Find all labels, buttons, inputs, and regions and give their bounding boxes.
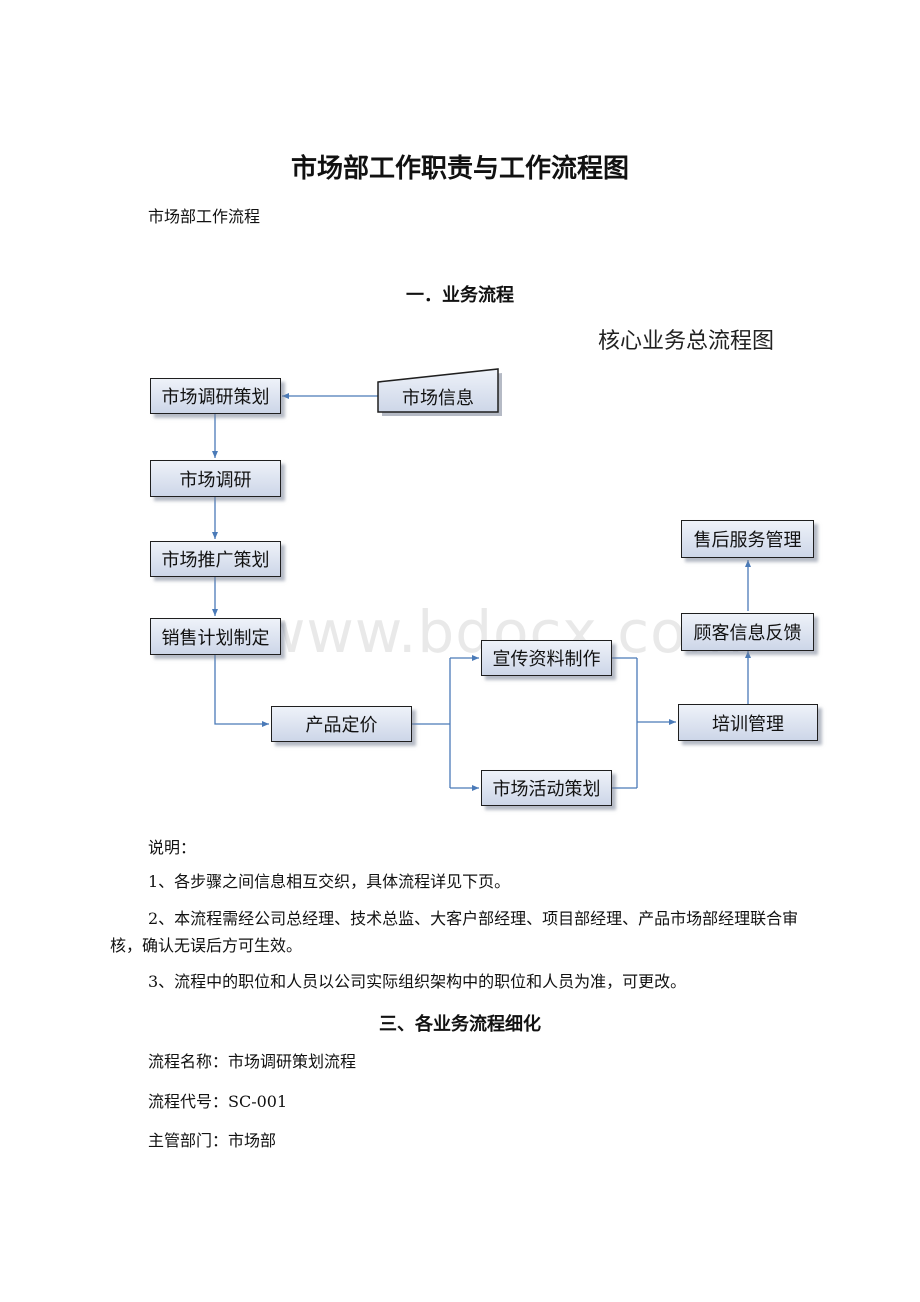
node-sales-plan: 销售计划制定 xyxy=(150,618,281,655)
section-heading-business-flow: 一．业务流程 xyxy=(406,285,514,306)
market-info-shape xyxy=(377,368,499,413)
note-item-1: 1、各步骤之间信息相互交织，具体流程详见下页。 xyxy=(148,872,511,891)
market-info-label: 市场信息 xyxy=(402,388,474,409)
section-heading-detail: 三、各业务流程细化 xyxy=(379,1014,541,1035)
flowchart-title: 核心业务总流程图 xyxy=(598,329,775,354)
node-promotion-plan: 市场推广策划 xyxy=(150,541,281,577)
subtitle: 市场部工作流程 xyxy=(148,207,261,226)
node-customer-feedback: 顾客信息反馈 xyxy=(681,613,814,651)
page-title: 市场部工作职责与工作流程图 xyxy=(290,154,629,184)
arrow-sales-to-pricing xyxy=(214,655,269,727)
note-item-3: 3、流程中的职位和人员以公司实际组织架构中的职位和人员为准，可更改。 xyxy=(148,972,687,991)
responsible-dept: 主管部门：市场部 xyxy=(148,1131,277,1150)
node-after-sales: 售后服务管理 xyxy=(681,520,814,558)
notes-heading: 说明： xyxy=(148,838,197,857)
note-item-2: 2、本流程需经公司总经理、技术总监、大客户部经理、项目部经理、产品市场部经理联合… xyxy=(110,909,799,955)
node-activity-plan: 市场活动策划 xyxy=(481,770,612,806)
node-market-research-plan: 市场调研策划 xyxy=(150,378,281,414)
process-name: 流程名称：市场调研策划流程 xyxy=(148,1052,357,1071)
node-training: 培训管理 xyxy=(678,704,818,741)
node-product-pricing: 产品定价 xyxy=(271,706,412,742)
node-market-research: 市场调研 xyxy=(150,460,281,497)
node-promo-materials: 宣传资料制作 xyxy=(481,640,612,676)
process-code: 流程代号：SC-001 xyxy=(148,1092,288,1111)
